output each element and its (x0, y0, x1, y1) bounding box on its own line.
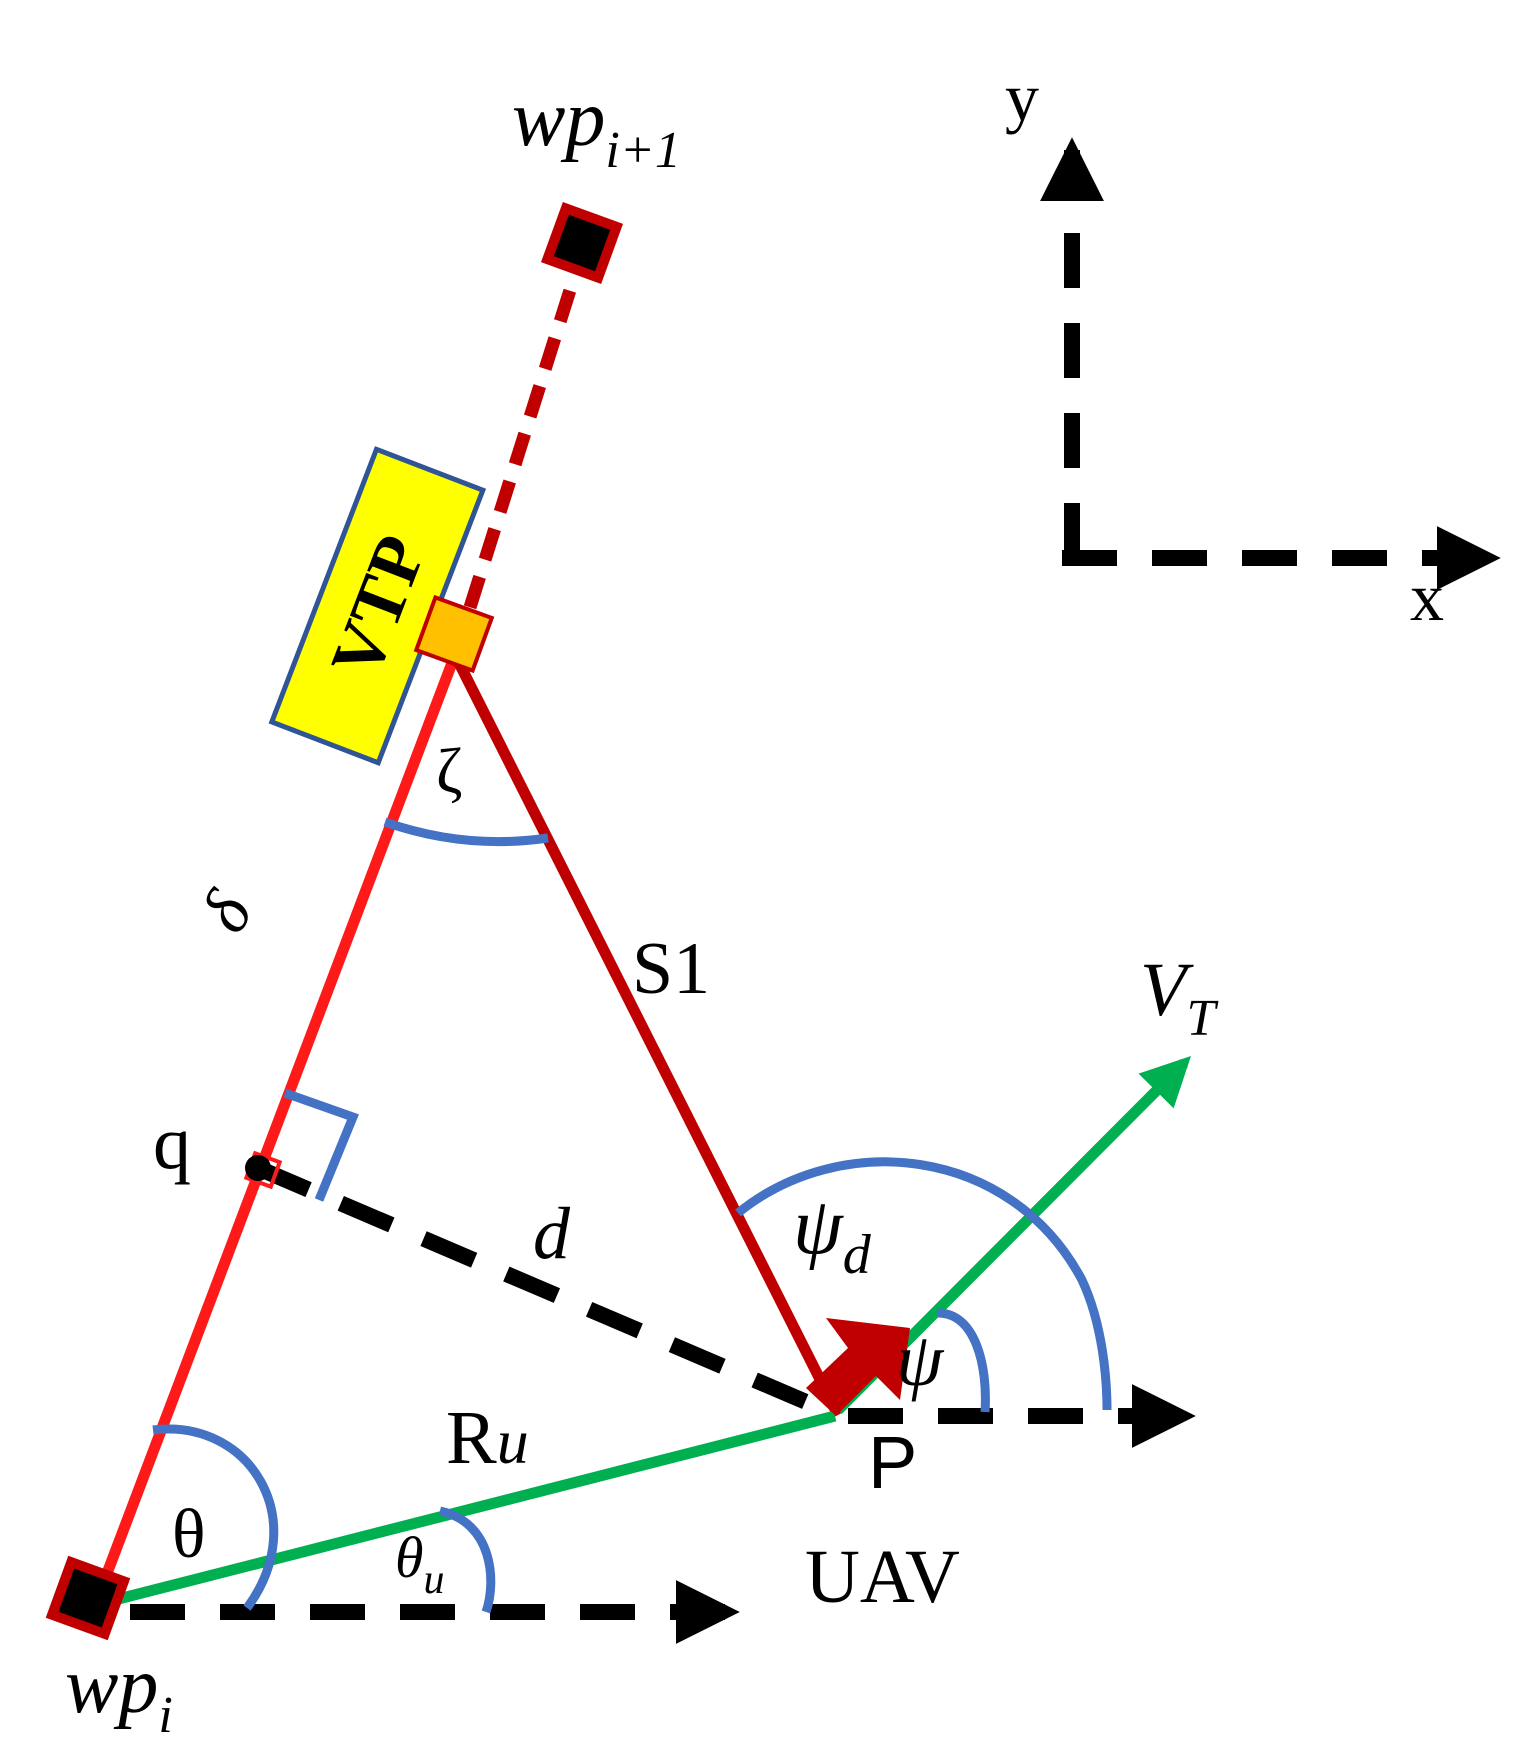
vtp-box: VTP (268, 446, 487, 766)
wp-next-label: wpi+1 (512, 75, 681, 179)
path-segment (89, 653, 461, 1607)
wp-current-label: wpi (65, 1642, 173, 1744)
q-label: q (153, 1101, 191, 1185)
waypoint-current-icon (45, 1555, 131, 1641)
y-axis-label: y (1005, 59, 1039, 135)
zeta-arc (383, 817, 549, 847)
vtp-point-marker (413, 594, 495, 674)
r-u-label: Ru (446, 1396, 529, 1480)
range-r-u-line (93, 1410, 837, 1611)
x-axis-label: x (1410, 559, 1444, 635)
theta-label: θ (172, 1496, 206, 1573)
right-angle-marker (283, 1088, 359, 1202)
s1-label: S1 (632, 928, 710, 1010)
q-point (245, 1155, 271, 1181)
theta-u-arc (438, 1506, 496, 1614)
zeta-label: ζ (436, 735, 463, 806)
delta-label: δ (185, 878, 267, 945)
theta-arc (152, 1424, 279, 1611)
d-label: d (533, 1193, 571, 1275)
line-of-sight-s1 (450, 652, 843, 1418)
uav-label: UAV (805, 1535, 960, 1619)
psi-label: ψ (896, 1318, 945, 1402)
coordinate-axes: y x (1005, 59, 1501, 635)
waypoint-next-icon (540, 201, 624, 285)
p-label: P (868, 1421, 917, 1504)
uav-arrow-icon (806, 1318, 910, 1416)
v-t-label: VT (1140, 948, 1218, 1047)
cross-track-distance-line (254, 1160, 829, 1418)
psi-d-arc (735, 1157, 1112, 1411)
psi-d-label: ψd (793, 1183, 872, 1286)
path-segment-dashed (448, 250, 589, 657)
psi-arc (937, 1308, 990, 1413)
theta-u-label: θu (395, 1525, 445, 1603)
